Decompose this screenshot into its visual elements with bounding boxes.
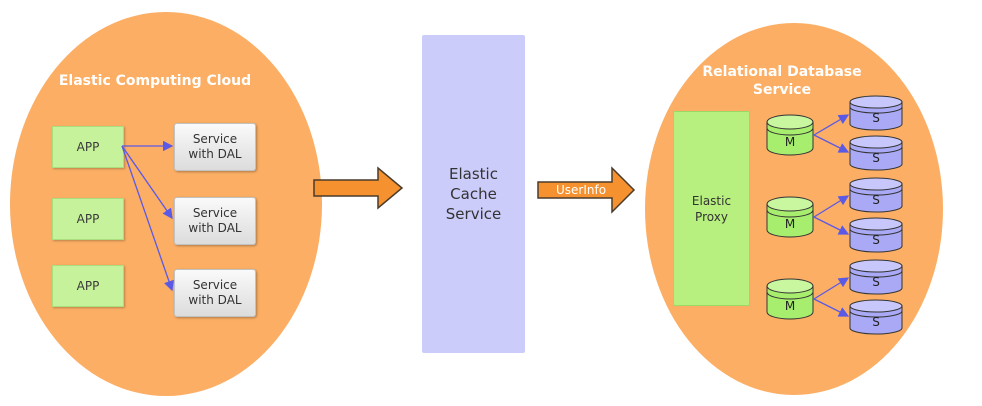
ecc-title: Elastic Computing Cloud <box>58 73 252 89</box>
slave-db-label: S <box>872 193 880 207</box>
elastic-cache-service-node: Elastic Cache Service <box>422 35 525 353</box>
slave-db-label: S <box>872 111 880 125</box>
master-db-2: M <box>766 196 814 238</box>
master-to-slave-connector <box>813 298 850 317</box>
master-to-slave-connector <box>813 216 850 235</box>
slave-db-label: S <box>872 315 880 329</box>
master-db-1: M <box>766 114 814 156</box>
slave-db: S <box>849 217 903 253</box>
ecc-to-cache-arrow <box>313 166 404 210</box>
master-to-slave-connector <box>813 277 850 300</box>
master-db-label: M <box>785 217 795 231</box>
app-to-service-connector <box>121 145 174 292</box>
app-node: APP <box>52 126 124 168</box>
slave-db-label: S <box>872 233 880 247</box>
slave-db: S <box>849 95 903 131</box>
slave-db: S <box>849 177 903 213</box>
slave-db: S <box>849 299 903 335</box>
master-db-3: M <box>766 278 814 320</box>
slave-db-label: S <box>872 151 880 165</box>
master-db-label: M <box>785 135 795 149</box>
service-with-dal-node: Service with DAL <box>174 197 256 245</box>
slave-db-label: S <box>872 275 880 289</box>
userinfo-label: UserInfo <box>556 183 606 197</box>
app-node: APP <box>52 198 124 240</box>
rds-title: Relational Database Service <box>702 64 862 98</box>
master-to-slave-connector <box>813 114 850 136</box>
elastic-proxy-node: Elastic Proxy <box>673 111 750 306</box>
master-to-slave-connector <box>813 195 850 218</box>
userinfo-arrow <box>537 166 636 214</box>
service-with-dal-node: Service with DAL <box>174 269 256 317</box>
slave-db: S <box>849 259 903 295</box>
service-with-dal-node: Service with DAL <box>174 123 256 171</box>
master-to-slave-connector <box>813 134 850 153</box>
app-to-service-connector <box>121 145 173 220</box>
slave-db: S <box>849 135 903 171</box>
app-node: APP <box>52 265 124 307</box>
master-db-label: M <box>785 299 795 313</box>
